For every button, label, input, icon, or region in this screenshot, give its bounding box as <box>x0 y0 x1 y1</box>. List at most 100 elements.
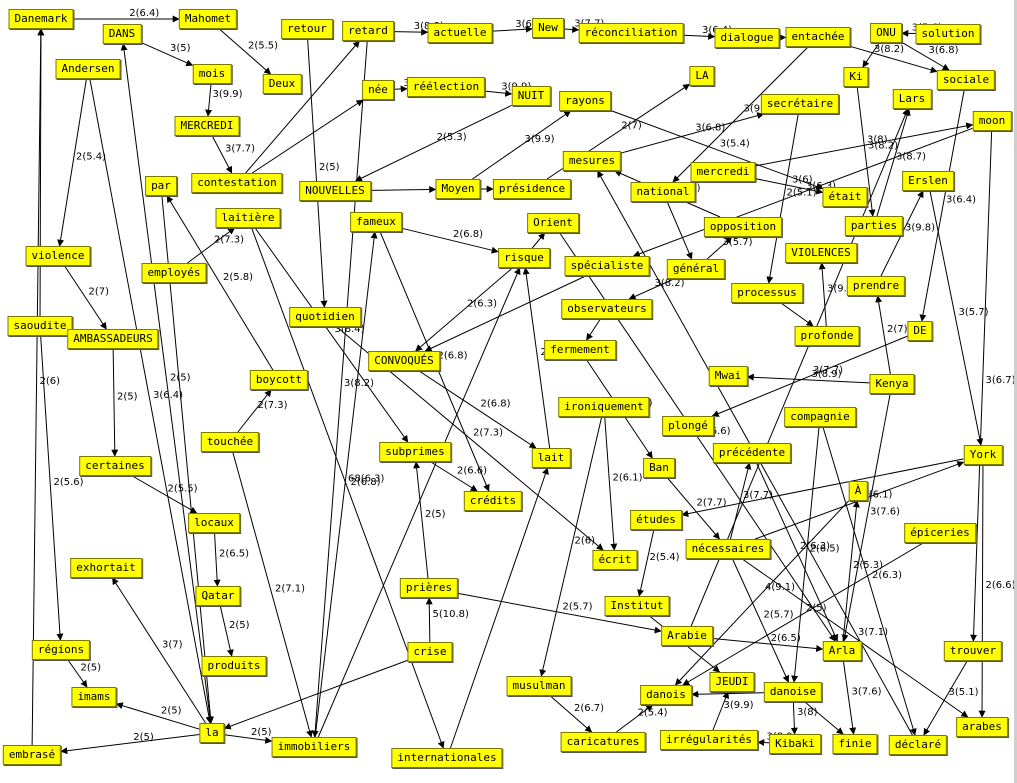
node-nouvelles[interactable]: NOUVELLES <box>299 181 371 201</box>
node-orient[interactable]: Orient <box>527 213 579 233</box>
node-exhortait[interactable]: exhortait <box>70 558 142 578</box>
node-necessaires[interactable]: nécessaires <box>685 539 771 559</box>
node-arabie[interactable]: Arabie <box>661 626 713 646</box>
node-touchee[interactable]: touchée <box>200 432 260 452</box>
node-mahomet[interactable]: Mahomet <box>178 9 238 29</box>
node-deux[interactable]: Deux <box>262 74 302 94</box>
node-produits[interactable]: produits <box>201 656 267 676</box>
node-jeudi[interactable]: JEUDI <box>709 672 755 692</box>
node-solution[interactable]: solution <box>915 24 981 44</box>
node-credits[interactable]: crédits <box>463 491 523 511</box>
node-mercredi[interactable]: mercredi <box>690 162 756 182</box>
node-moyen[interactable]: Moyen <box>435 179 481 199</box>
node-reconciliation[interactable]: réconciliation <box>578 23 684 43</box>
node-etudes[interactable]: études <box>630 510 682 530</box>
node-lait[interactable]: lait <box>531 448 571 468</box>
node-danoise[interactable]: danoise <box>763 682 823 702</box>
node-ambassadeurs[interactable]: AMBASSADEURS <box>67 329 159 349</box>
node-national[interactable]: national <box>630 182 696 202</box>
node-entachee[interactable]: entachée <box>785 27 851 47</box>
node-actuelle[interactable]: actuelle <box>427 23 493 43</box>
node-sociale[interactable]: sociale <box>936 70 996 90</box>
node-lars[interactable]: Lars <box>892 89 932 109</box>
node-finie[interactable]: finie <box>832 734 878 754</box>
node-convoques[interactable]: CONVOQUÉS <box>368 351 440 371</box>
node-kenya[interactable]: Kenya <box>869 374 915 394</box>
node-laitiere[interactable]: laitière <box>215 208 281 228</box>
vertical-scrollbar[interactable] <box>1014 0 1017 783</box>
node-employes[interactable]: employés <box>141 263 207 283</box>
node-arabes[interactable]: arabes <box>956 717 1008 737</box>
node-erslen[interactable]: Erslen <box>902 171 954 191</box>
node-mercredi-up[interactable]: MERCREDI <box>174 116 240 136</box>
node-caricatures[interactable]: caricatures <box>560 732 646 752</box>
node-etait[interactable]: était <box>822 187 868 207</box>
node-par[interactable]: par <box>145 176 177 196</box>
node-epiceries[interactable]: épiceries <box>904 523 976 543</box>
node-qatar[interactable]: Qatar <box>195 586 241 606</box>
node-mwai[interactable]: Mwai <box>708 366 748 386</box>
node-andersen[interactable]: Andersen <box>55 59 121 79</box>
node-specialiste[interactable]: spécialiste <box>564 256 650 276</box>
node-danemark[interactable]: Danemark <box>8 9 74 29</box>
node-locaux[interactable]: locaux <box>188 513 240 533</box>
node-imams[interactable]: imams <box>71 687 117 707</box>
node-fermement[interactable]: fermement <box>544 340 616 360</box>
node-crise[interactable]: crise <box>407 642 453 662</box>
node-observateurs[interactable]: observateurs <box>561 299 653 319</box>
node-retour[interactable]: retour <box>281 19 333 39</box>
node-risque[interactable]: risque <box>498 248 550 268</box>
node-violence[interactable]: violence <box>25 246 91 266</box>
node-mesures[interactable]: mesures <box>562 151 622 171</box>
node-secretaire[interactable]: secrétaire <box>760 94 840 114</box>
node-arla[interactable]: Arla <box>822 641 862 661</box>
node-boycott[interactable]: boycott <box>249 370 309 390</box>
node-precedente[interactable]: précédente <box>712 443 792 463</box>
node-internationales[interactable]: internationales <box>391 748 503 768</box>
node-reelection[interactable]: réélection <box>406 77 486 97</box>
node-mois[interactable]: mois <box>192 64 232 84</box>
node-declare[interactable]: déclaré <box>888 735 948 755</box>
node-prieres[interactable]: prières <box>399 578 459 598</box>
node-nee[interactable]: née <box>362 80 394 100</box>
node-opposition[interactable]: opposition <box>703 217 783 237</box>
node-moon[interactable]: moon <box>972 111 1012 131</box>
node-immobiliers[interactable]: immobiliers <box>271 737 357 757</box>
node-compagnie[interactable]: compagnie <box>784 407 856 427</box>
node-rayons[interactable]: rayons <box>559 91 611 111</box>
node-violences[interactable]: VIOLENCES <box>785 243 857 263</box>
node-de[interactable]: DE <box>907 321 933 341</box>
node-a-accent[interactable]: À <box>848 481 868 501</box>
node-ecrit[interactable]: écrit <box>592 550 638 570</box>
node-plonge[interactable]: plongé <box>662 416 714 436</box>
node-ki[interactable]: Ki <box>843 67 869 87</box>
node-fameux[interactable]: fameux <box>350 212 402 232</box>
node-profonde[interactable]: profonde <box>794 326 860 346</box>
node-general[interactable]: général <box>666 259 726 279</box>
node-nuit[interactable]: NUIT <box>511 86 551 106</box>
node-ban[interactable]: Ban <box>643 458 675 478</box>
node-trouver[interactable]: trouver <box>943 641 1003 661</box>
node-onu[interactable]: ONU <box>870 23 902 43</box>
node-york[interactable]: York <box>963 445 1003 465</box>
node-institut[interactable]: Institut <box>604 596 670 616</box>
node-kibaki[interactable]: Kibaki <box>769 734 821 754</box>
node-prendre[interactable]: prendre <box>846 276 906 296</box>
node-musulman[interactable]: musulman <box>506 676 572 696</box>
node-danois[interactable]: danois <box>640 685 692 705</box>
node-dans[interactable]: DANS <box>102 24 142 44</box>
node-processus[interactable]: processus <box>731 283 803 303</box>
node-la-up[interactable]: LA <box>689 66 715 86</box>
node-irregularites[interactable]: irrégularités <box>659 730 759 750</box>
node-embrase[interactable]: embrasé <box>2 745 62 765</box>
node-regions[interactable]: régions <box>31 640 91 660</box>
node-new[interactable]: New <box>532 18 564 38</box>
node-saoudite[interactable]: saoudite <box>7 316 73 336</box>
node-la-low[interactable]: la <box>199 723 225 743</box>
node-quotidien[interactable]: quotidien <box>289 307 361 327</box>
node-contestation[interactable]: contestation <box>191 173 283 193</box>
node-parties[interactable]: parties <box>844 216 904 236</box>
node-dialogue[interactable]: dialogue <box>714 28 780 48</box>
node-subprimes[interactable]: subprimes <box>379 442 451 462</box>
node-presidence[interactable]: présidence <box>492 179 572 199</box>
